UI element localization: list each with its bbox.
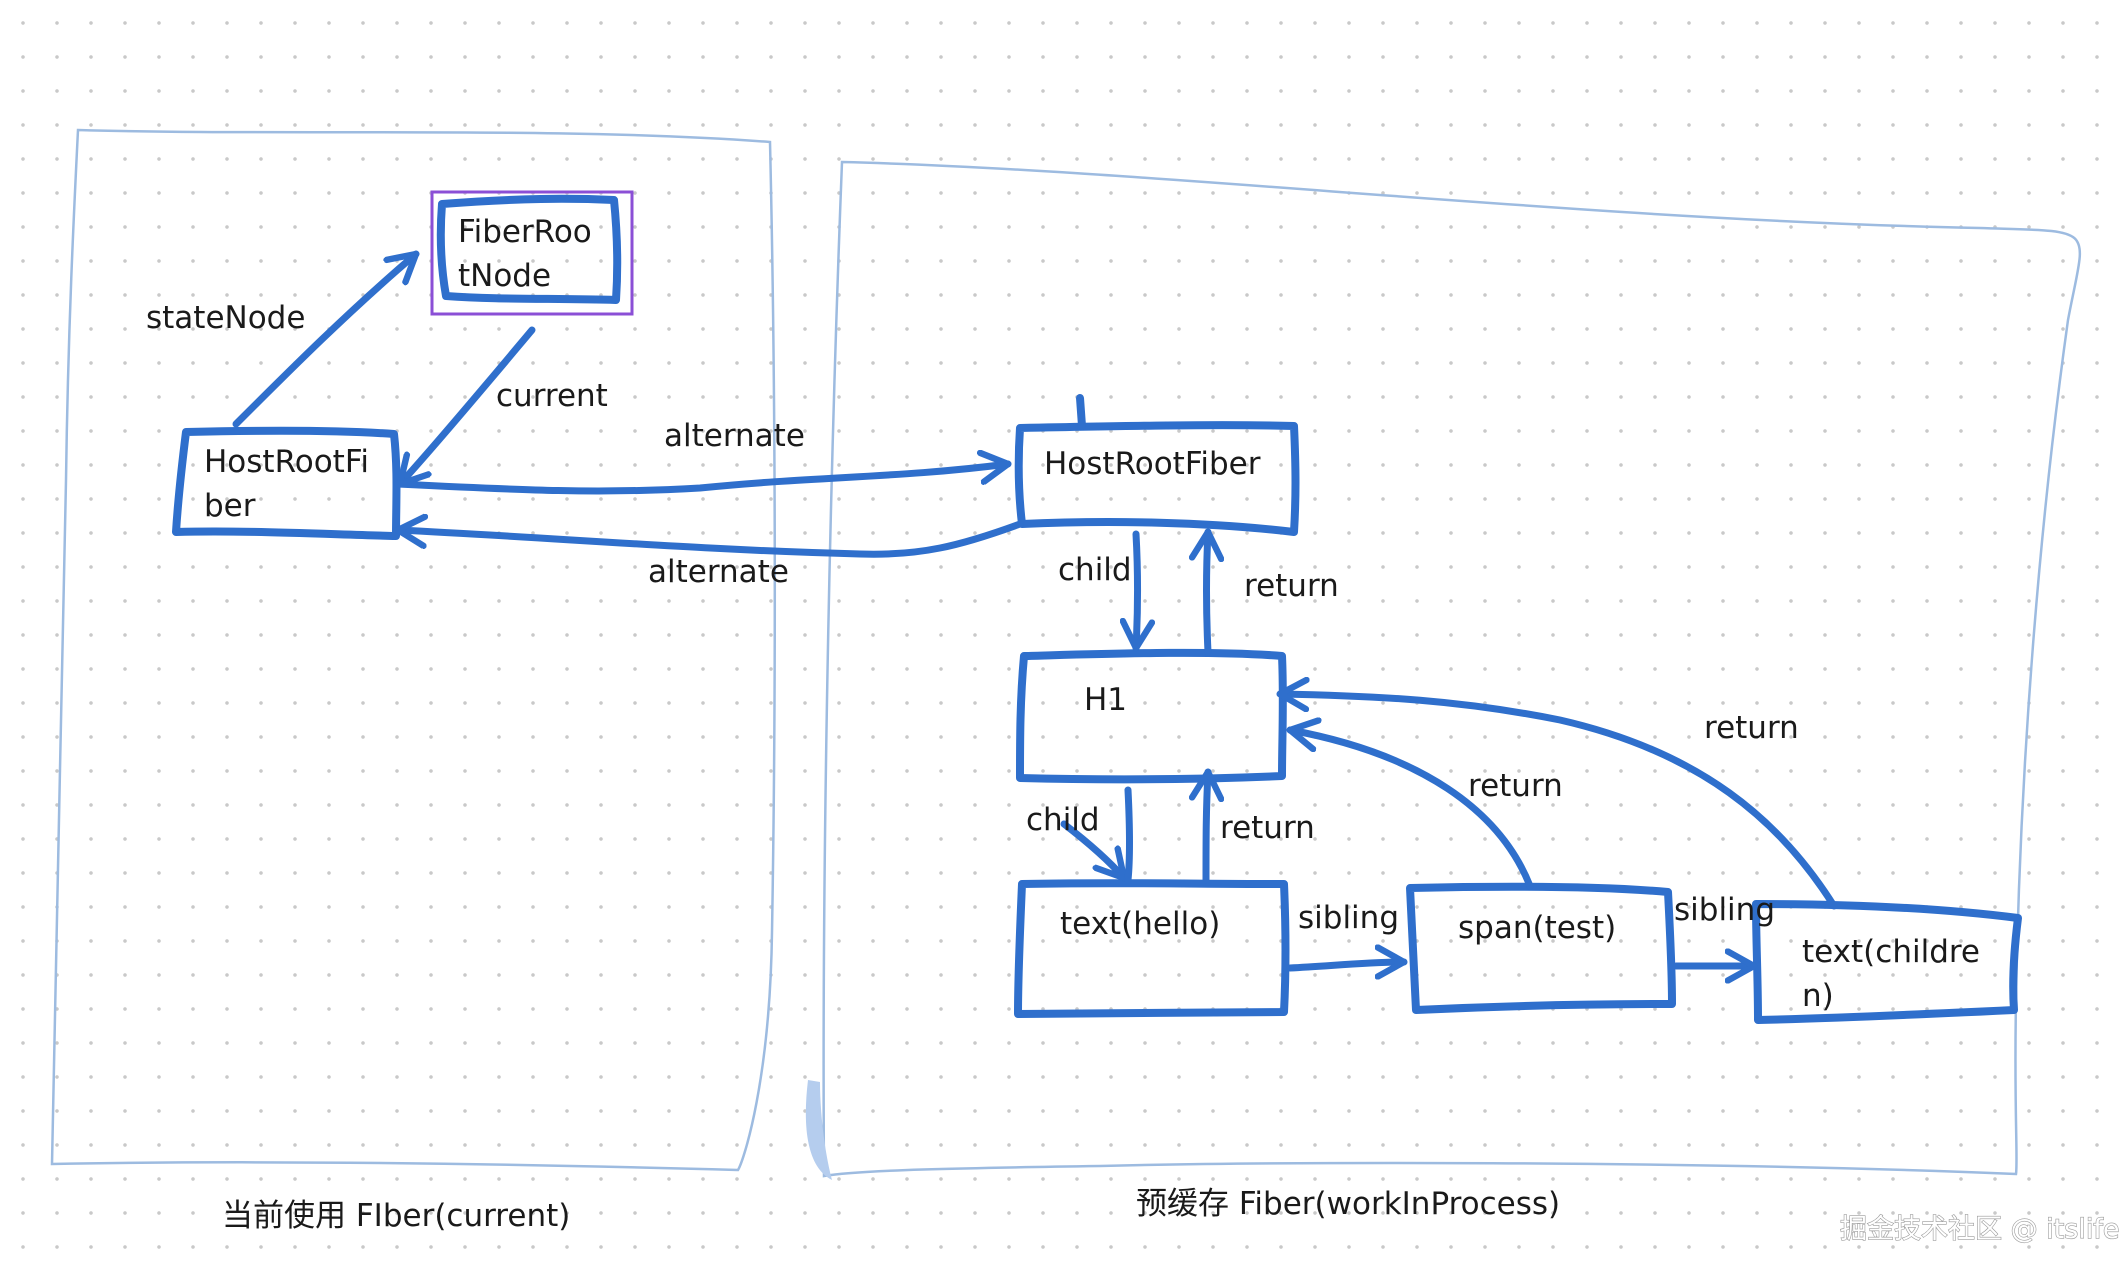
edge-return-children [1276,694,1838,910]
edge-alternate-top [394,464,1012,495]
caption-wip-tree: 预缓存 Fiber(workInProcess) [1136,1186,1560,1222]
edge-label-alternate-top: alternate [664,418,805,454]
node-host-root-wip[interactable] [1014,394,1300,536]
edge-return-span [1286,730,1534,890]
selection-outline [430,190,634,316]
edge-return-2 [1206,768,1208,884]
node-label-fiber-root-line1: FiberRoo [458,214,592,250]
node-label-text-children-line2: n) [1802,978,1834,1014]
node-label-fiber-root-line2: tNode [458,258,551,294]
edge-state-node [232,250,420,428]
edge-sibling-1 [1286,962,1408,968]
wip-tree-frame [822,160,2081,1178]
node-label-h1: H1 [1084,682,1127,718]
node-text-hello[interactable] [1014,879,1290,1018]
node-label-text-hello: text(hello) [1060,906,1220,942]
node-label-span-test: span(test) [1458,910,1616,946]
edge-return-1 [1207,528,1209,656]
node-fiber-root[interactable] [436,194,622,304]
node-span-test[interactable] [1406,882,1676,1014]
watermark: 掘金技术社区 @ itslife [1840,1214,2119,1245]
current-tree-frame [50,128,777,1172]
frame-corner-shadow [805,1080,832,1180]
edge-child-2-stem [1124,786,1133,884]
edge-label-return-children: return [1704,710,1799,746]
edge-label-alternate-bottom: alternate [648,554,789,590]
edge-label-child-2: child [1026,802,1100,838]
node-label-text-children-line1: text(childre [1802,934,1980,970]
node-h1[interactable] [1016,648,1287,784]
node-text-children[interactable] [1752,900,2022,1024]
edge-label-return-span: return [1468,768,1563,804]
edge-child-1 [1136,530,1138,652]
edge-label-current: current [496,378,608,414]
edge-label-return-1: return [1244,568,1339,604]
edge-label-child-1: child [1058,552,1132,588]
edge-child-2 [1060,820,1128,882]
edge-label-state-node: stateNode [146,300,305,336]
caption-current-tree: 当前使用 FIber(current) [222,1198,570,1234]
node-label-host-root-current-line2: ber [204,488,256,524]
edge-alternate-bottom [394,524,1024,558]
node-label-host-root-wip: HostRootFiber [1044,446,1261,482]
edge-label-sibling-1: sibling [1298,900,1399,936]
node-label-host-root-current-line1: HostRootFi [204,444,369,480]
edge-label-return-2: return [1220,810,1315,846]
edge-label-sibling-2: sibling [1674,892,1775,928]
edge-current [396,326,536,488]
